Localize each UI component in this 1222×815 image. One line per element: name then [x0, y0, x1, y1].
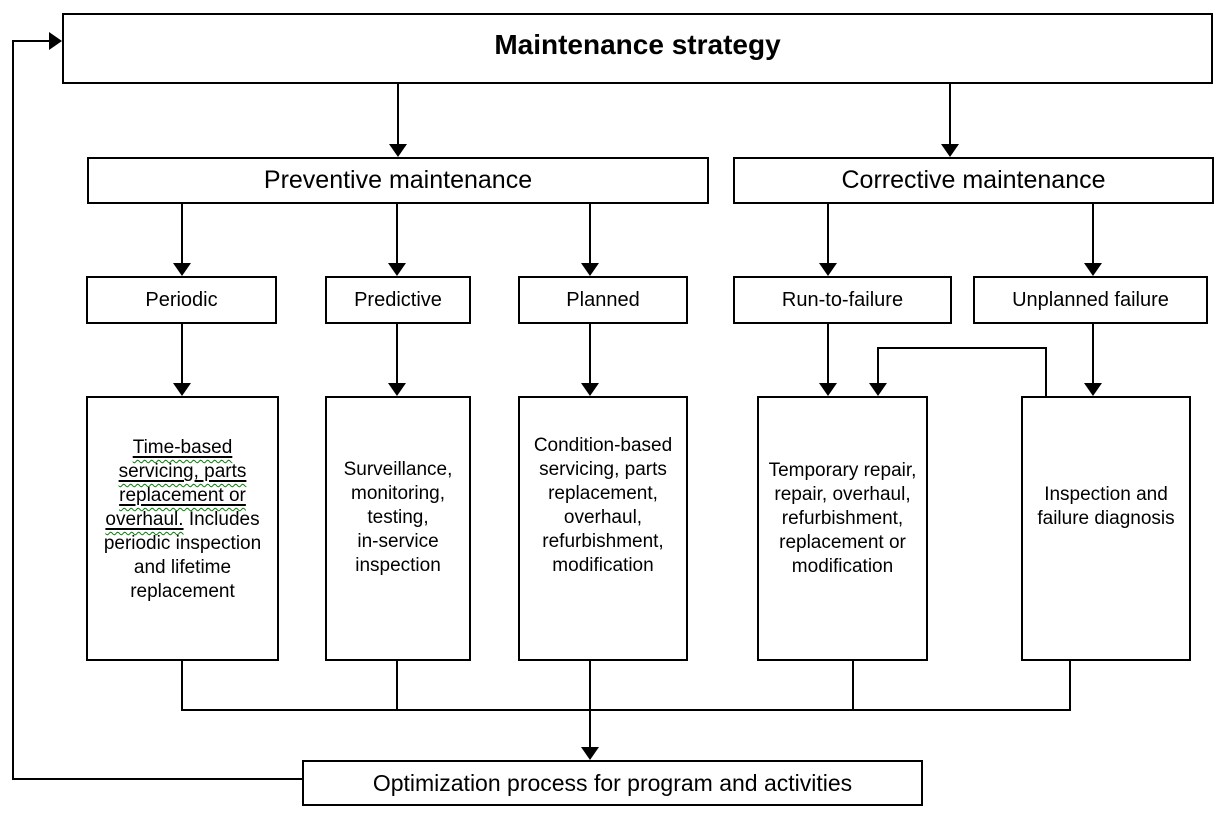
edge-collector-line	[181, 709, 1071, 711]
edge-unplanned-to-detail	[1092, 324, 1094, 384]
arrowhead-down-icon	[581, 383, 599, 396]
edge-feedback-bottom	[13, 778, 302, 780]
edge-planned-to-detail	[589, 324, 591, 384]
node-preventive-maintenance-label: Preventive maintenance	[263, 166, 533, 194]
node-periodic-label: Periodic	[145, 288, 218, 311]
edge-feedback-top	[13, 40, 51, 42]
edge-feedback-left	[12, 40, 14, 780]
edge-periodic-detail-stub	[181, 660, 183, 710]
node-maintenance-strategy-label: Maintenance strategy	[494, 29, 781, 60]
edge-preventive-to-planned	[589, 204, 591, 264]
node-maintenance-strategy: Maintenance strategy	[62, 13, 1213, 84]
edge-corrective-to-run-to-failure	[827, 204, 829, 264]
node-run-to-failure-detail: Temporary repair, repair, overhaul, refu…	[757, 396, 928, 661]
edge-diagnosis-to-repair-riser	[1045, 348, 1047, 396]
arrowhead-down-icon	[581, 263, 599, 276]
edge-collector-to-optimization	[589, 660, 591, 748]
node-periodic-detail: Time-based servicing, parts replacement …	[86, 396, 279, 661]
edge-strategy-to-preventive	[397, 83, 399, 145]
arrowhead-down-icon	[388, 383, 406, 396]
node-run-to-failure: Run-to-failure	[733, 276, 952, 324]
node-periodic: Periodic	[86, 276, 277, 324]
node-planned-detail: Condition-based servicing, parts replace…	[518, 396, 688, 661]
node-optimization-process: Optimization process for program and act…	[302, 760, 923, 806]
node-predictive-detail-text: Surveillance, monitoring, testing, in-se…	[343, 459, 453, 576]
node-planned-label: Planned	[566, 288, 640, 311]
edge-periodic-to-detail	[181, 324, 183, 384]
arrowhead-down-icon	[819, 263, 837, 276]
edge-preventive-to-predictive	[396, 204, 398, 264]
arrowhead-down-icon	[173, 383, 191, 396]
node-corrective-maintenance: Corrective maintenance	[733, 157, 1214, 204]
node-unplanned-failure-label: Unplanned failure	[1012, 288, 1169, 311]
edge-predictive-detail-stub	[396, 660, 398, 710]
arrowhead-down-icon	[1084, 383, 1102, 396]
node-periodic-detail-text: Time-based servicing, parts replacement …	[104, 436, 261, 604]
arrowhead-down-icon	[819, 383, 837, 396]
node-run-to-failure-detail-text: Temporary repair, repair, overhaul, refu…	[768, 460, 917, 577]
edge-corrective-to-unplanned	[1092, 204, 1094, 264]
edge-diagnosis-to-repair-drop	[877, 348, 879, 384]
arrowhead-down-icon	[173, 263, 191, 276]
arrowhead-down-icon	[389, 144, 407, 157]
node-unplanned-failure-detail-text: Inspection and failure diagnosis	[1037, 484, 1175, 529]
node-predictive-detail: Surveillance, monitoring, testing, in-se…	[325, 396, 471, 661]
following-phrase: Includes periodic inspection and lifetim…	[103, 509, 262, 602]
arrowhead-down-icon	[869, 383, 887, 396]
edge-run-to-failure-detail-stub	[852, 660, 854, 710]
arrowhead-down-icon	[1084, 263, 1102, 276]
node-run-to-failure-label: Run-to-failure	[781, 288, 904, 311]
edge-strategy-to-corrective	[949, 83, 951, 145]
arrowhead-down-icon	[581, 747, 599, 760]
arrowhead-down-icon	[941, 144, 959, 157]
node-predictive: Predictive	[325, 276, 471, 324]
edge-run-to-failure-to-detail	[827, 324, 829, 384]
arrowhead-right-icon	[49, 32, 62, 50]
edge-predictive-to-detail	[396, 324, 398, 384]
node-preventive-maintenance: Preventive maintenance	[87, 157, 709, 204]
edge-preventive-to-periodic	[181, 204, 183, 264]
edge-unplanned-detail-stub	[1069, 660, 1071, 711]
underlined-phrase: Time-based servicing, parts replacement …	[105, 437, 247, 530]
node-predictive-label: Predictive	[354, 288, 442, 311]
arrowhead-down-icon	[388, 263, 406, 276]
node-unplanned-failure: Unplanned failure	[973, 276, 1208, 324]
node-corrective-maintenance-label: Corrective maintenance	[841, 166, 1106, 194]
edge-diagnosis-to-repair-horizontal	[877, 347, 1047, 349]
node-optimization-process-label: Optimization process for program and act…	[372, 769, 853, 796]
node-planned: Planned	[518, 276, 688, 324]
node-planned-detail-text: Condition-based servicing, parts replace…	[533, 435, 673, 576]
grammar-squiggle-underline: Time-based servicing, parts replacement …	[105, 437, 246, 530]
node-unplanned-failure-detail: Inspection and failure diagnosis	[1021, 396, 1191, 661]
